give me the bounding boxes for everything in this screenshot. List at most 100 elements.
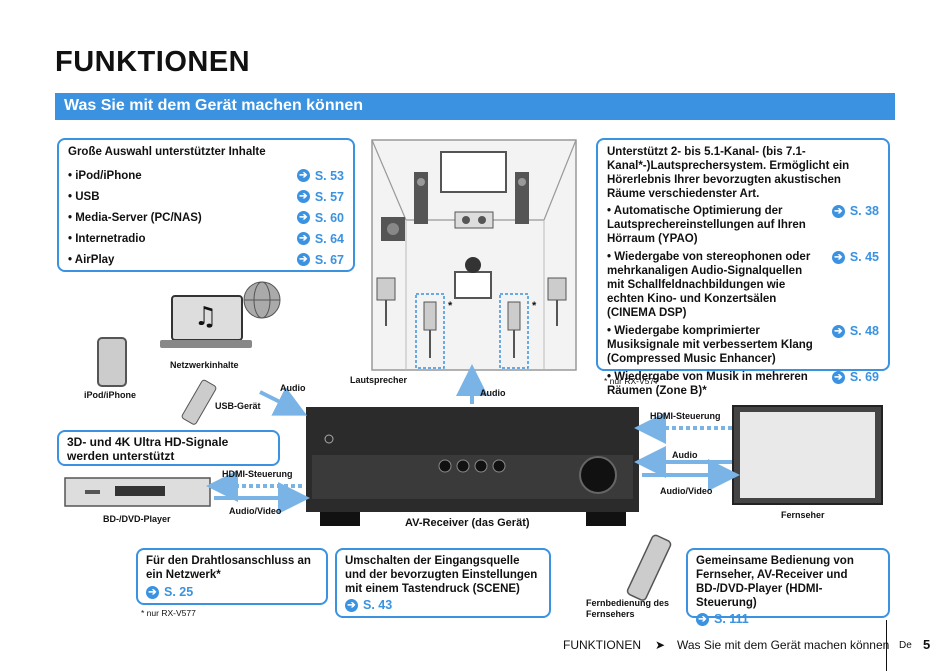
page-ref-text: S. 60 xyxy=(314,210,344,225)
list-item-label: • Wiedergabe komprimierter Musiksignale … xyxy=(607,325,813,365)
list-item: • AirPlay ➔ S. 67 xyxy=(68,249,344,270)
hdmi-bd-label: HDMI-Steuerung xyxy=(222,469,293,479)
listener-icon xyxy=(454,257,492,299)
page-title: FUNKTIONEN xyxy=(55,46,251,78)
asterisk-left: * xyxy=(448,300,453,312)
arrow-right-circle-icon: ➔ xyxy=(296,190,310,203)
content-box-heading: Große Auswahl unterstützter Inhalte xyxy=(68,146,266,158)
list-item-label: • USB xyxy=(68,190,100,203)
laptop-icon xyxy=(160,295,252,348)
wireless-box: Für den Drahtlosanschluss an ein Netzwer… xyxy=(136,548,328,605)
tv-label: Fernseher xyxy=(781,510,825,520)
connection-arrows xyxy=(206,364,740,514)
list-item-label: • Wiedergabe von Musik in mehreren Räume… xyxy=(607,371,808,397)
page-ref-link[interactable]: ➔ S. 38 xyxy=(831,204,879,218)
list-item: • Internetradio ➔ S. 64 xyxy=(68,228,344,249)
receiver-icon xyxy=(306,407,639,526)
arrow-right-circle-icon: ➔ xyxy=(296,169,310,182)
page-ref-link[interactable]: ➔ S. 69 xyxy=(831,370,879,384)
page-ref-link[interactable]: ➔ S. 60 xyxy=(296,210,344,225)
tv-icon xyxy=(732,405,883,505)
hdmi-box-text: Gemeinsame Bedienung von Fernseher, AV-R… xyxy=(696,555,854,609)
scene-box: Umschalten der Eingangsquelle und der be… xyxy=(335,548,551,618)
page-ref-link[interactable]: ➔ S. 64 xyxy=(296,231,344,246)
page-ref-link[interactable]: ➔ S. 53 xyxy=(296,168,344,183)
content-box: Große Auswahl unterstützter Inhalte • iP… xyxy=(57,138,355,272)
list-item: • Wiedergabe komprimierter Musiksignale … xyxy=(607,324,879,366)
speaker-box: Unterstützt 2- bis 5.1-Kanal- (bis 7.1-K… xyxy=(596,138,890,397)
footer-section: FUNKTIONEN xyxy=(563,638,641,652)
speaker-note: * nur RX-V577 xyxy=(604,376,659,386)
list-item: • iPod/iPhone ➔ S. 53 xyxy=(68,165,344,186)
page-ref-text: S. 48 xyxy=(849,324,879,338)
hd-signal-box: 3D- und 4K Ultra HD-Signale werden unter… xyxy=(57,430,280,466)
list-item-label: • AirPlay xyxy=(68,253,115,266)
arrow-right-circle-icon: ➔ xyxy=(831,370,845,384)
speakers-label: Lautsprecher xyxy=(350,375,408,385)
bd-label: BD-/DVD-Player xyxy=(103,514,171,524)
bd-player-icon xyxy=(64,477,211,507)
page-ref-text: S. 57 xyxy=(314,189,344,204)
hdmi-ref-link[interactable]: ➔S. 111 xyxy=(696,612,880,626)
speaker-box-intro: Unterstützt 2- bis 5.1-Kanal- (bis 7.1-K… xyxy=(607,146,850,200)
page-ref-text: S. 53 xyxy=(314,168,344,183)
list-item-label: • Automatische Optimierung der Lautsprec… xyxy=(607,205,806,245)
scene-ref-link[interactable]: ➔S. 43 xyxy=(345,598,541,612)
page-number: 5 xyxy=(923,637,931,652)
audio-usb-label: Audio xyxy=(280,383,306,393)
av-bd-label: Audio/Video xyxy=(229,506,282,516)
arrow-right-circle-icon: ➔ xyxy=(296,253,310,266)
list-item-label: • Wiedergabe von stereophonen oder mehrk… xyxy=(607,251,811,319)
arrow-right-circle-icon: ➔ xyxy=(296,232,310,245)
usb-stick-icon xyxy=(181,379,217,425)
audio-speakers-label: Audio xyxy=(480,388,506,398)
globe-icon xyxy=(243,281,281,319)
list-item: • Automatische Optimierung der Lautsprec… xyxy=(607,204,879,246)
footer-subsection: Was Sie mit dem Gerät machen können xyxy=(677,638,890,652)
page-ref-text: S. 38 xyxy=(849,204,879,218)
list-item: • Wiedergabe von Musik in mehreren Räume… xyxy=(607,370,879,398)
scene-box-text: Umschalten der Eingangsquelle und der be… xyxy=(345,555,538,595)
arrow-right-circle-icon: ➔ xyxy=(696,612,709,626)
section-banner: Was Sie mit dem Gerät machen können xyxy=(55,93,895,120)
page-ref-link[interactable]: ➔ S. 45 xyxy=(831,250,879,264)
network-label: Netzwerkinhalte xyxy=(170,360,239,370)
footer-separator: ➤ xyxy=(655,638,666,652)
av-tv-label: Audio/Video xyxy=(660,486,713,496)
music-note-icon: ♫ xyxy=(194,302,218,332)
arrow-right-circle-icon: ➔ xyxy=(345,598,358,612)
list-item-label: • Internetradio xyxy=(68,232,146,245)
arrow-right-circle-icon: ➔ xyxy=(831,204,845,218)
arrow-right-circle-icon: ➔ xyxy=(296,211,310,224)
page-ref-text: S. 69 xyxy=(849,370,879,384)
footer-divider xyxy=(886,620,887,671)
page-ref-text: S. 64 xyxy=(314,231,344,246)
hdmi-control-box: Gemeinsame Bedienung von Fernseher, AV-R… xyxy=(686,548,890,626)
page-ref-link[interactable]: ➔ S. 67 xyxy=(296,252,344,267)
list-item: • Media-Server (PC/NAS) ➔ S. 60 xyxy=(68,207,344,228)
audio-tv-label: Audio xyxy=(672,450,698,460)
arrow-right-circle-icon: ➔ xyxy=(831,324,845,338)
page-ref-link[interactable]: ➔ S. 48 xyxy=(831,324,879,338)
list-item-label: • iPod/iPhone xyxy=(68,169,142,182)
receiver-label: AV-Receiver (das Gerät) xyxy=(405,517,530,529)
hdmi-tv-label: HDMI-Steuerung xyxy=(650,411,721,421)
speaker-icon xyxy=(381,172,529,241)
page-ref-text: S. 67 xyxy=(314,252,344,267)
page-ref-text: S. 45 xyxy=(849,250,879,264)
arrow-right-circle-icon: ➔ xyxy=(831,250,845,264)
asterisk-right: * xyxy=(532,300,537,312)
remote-icon xyxy=(626,534,672,601)
ipod-icon xyxy=(97,337,127,387)
arrow-right-circle-icon: ➔ xyxy=(146,585,159,599)
wireless-ref-link[interactable]: ➔S. 25 xyxy=(146,585,318,599)
remote-label: Fernbedienung des Fernsehers xyxy=(586,598,670,619)
room-tv-icon xyxy=(440,151,507,193)
usb-label: USB-Gerät xyxy=(215,401,261,411)
list-item: • USB ➔ S. 57 xyxy=(68,186,344,207)
list-item-label: • Media-Server (PC/NAS) xyxy=(68,211,202,224)
list-item: • Wiedergabe von stereophonen oder mehrk… xyxy=(607,250,879,320)
wireless-note: * nur RX-V577 xyxy=(141,608,196,618)
page-ref-link[interactable]: ➔ S. 57 xyxy=(296,189,344,204)
